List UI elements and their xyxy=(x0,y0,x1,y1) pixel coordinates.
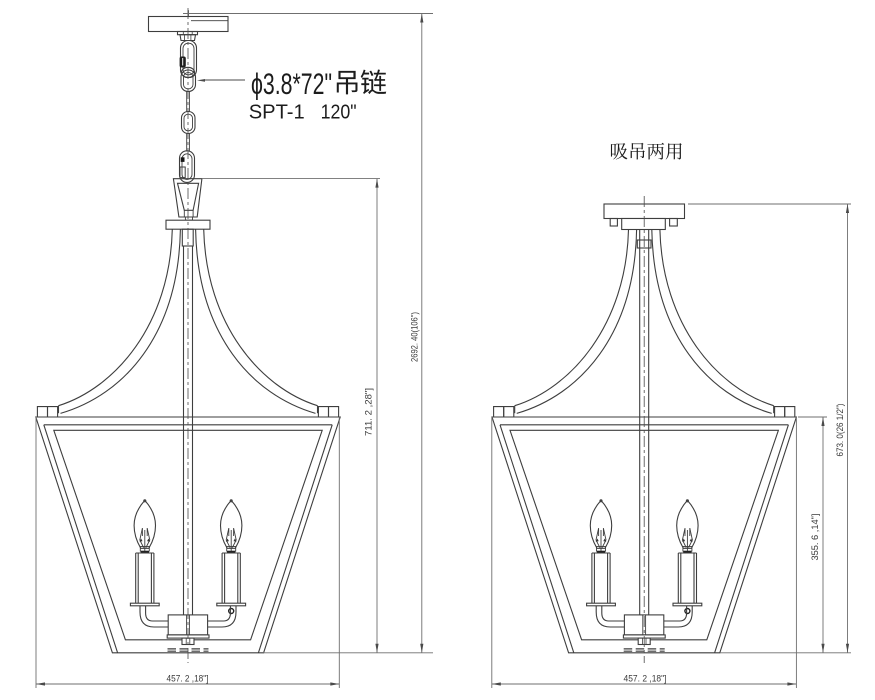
svg-text:355. 6 ,14"]: 355. 6 ,14"] xyxy=(810,514,821,561)
svg-text:ϕ3.8*72": ϕ3.8*72" xyxy=(251,68,332,101)
svg-text:SPT-1: SPT-1 xyxy=(249,101,305,124)
svg-text:120": 120" xyxy=(321,101,357,124)
svg-text:673. 0(26 1/2"): 673. 0(26 1/2") xyxy=(835,404,846,457)
svg-text:457. 2 ,18"]: 457. 2 ,18"] xyxy=(167,673,209,684)
svg-text:2692. 40(106"): 2692. 40(106") xyxy=(409,312,420,362)
svg-text:711. 2 ,28"]: 711. 2 ,28"] xyxy=(364,388,375,436)
svg-text:457. 2 ,18"]: 457. 2 ,18"] xyxy=(624,673,667,684)
